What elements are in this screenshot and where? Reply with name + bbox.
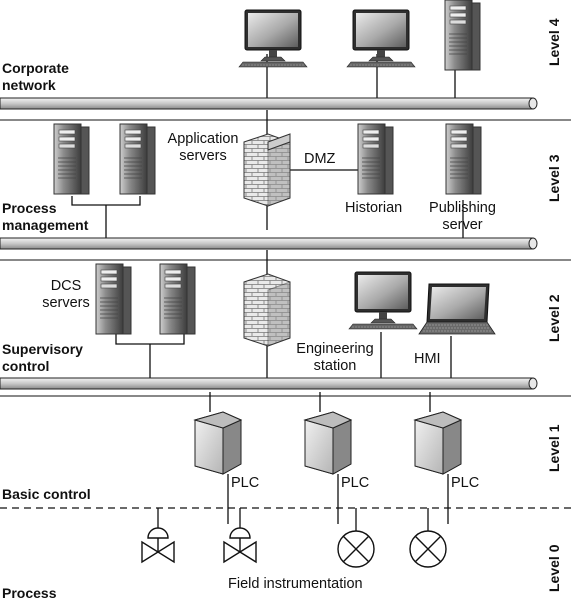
plc-2-icon (304, 411, 352, 475)
corporate-server-icon (444, 0, 481, 71)
valve-2-icon (223, 527, 257, 563)
dmz-label: DMZ (304, 151, 336, 167)
process-server-1-icon (53, 123, 90, 195)
dcs-server-1-icon (95, 263, 132, 335)
connections (71, 54, 464, 531)
process-server-2-icon (119, 123, 156, 195)
hmi-laptop-icon (418, 283, 496, 335)
instrument-2-icon (409, 530, 447, 568)
dmz-firewall-icon (243, 133, 291, 207)
plc-3-icon (414, 411, 462, 475)
corporate-desktop-2-icon (346, 9, 416, 68)
dcs-server-2-icon (159, 263, 196, 335)
plc-2-label: PLC (341, 475, 370, 491)
historian-server-icon (357, 123, 394, 195)
corporate-desktop-1-icon (238, 9, 308, 68)
plc-3-label: PLC (451, 475, 480, 491)
supervisory-control-bus (0, 377, 538, 390)
historian-label: Historian (345, 200, 403, 216)
hmi-label: HMI (414, 351, 441, 367)
field-instrumentation-label: Field instrumentation (228, 576, 363, 592)
process-label: Process (2, 585, 57, 601)
corporate-network-bus (0, 97, 538, 110)
valve-1-icon (141, 527, 175, 563)
corporate-network-label: Corporate network (2, 60, 69, 93)
basic-control-label: Basic control (2, 486, 91, 502)
publishing-server-label: Publishing server (429, 200, 496, 233)
level-3-label: Level 3 (546, 154, 562, 202)
publishing-server-icon (445, 123, 482, 195)
process-management-bus (0, 237, 538, 250)
engineering-station-icon (348, 271, 418, 330)
application-servers-label: Application servers (167, 131, 239, 164)
level-0-label: Level 0 (546, 544, 562, 592)
instrument-1-icon (337, 530, 375, 568)
level-1-label: Level 1 (546, 424, 562, 472)
supervisory-firewall-icon (243, 273, 291, 347)
plc-1-icon (194, 411, 242, 475)
level-separators (0, 119, 571, 509)
level-2-label: Level 2 (546, 294, 562, 342)
engineering-station-label: Engineering station (296, 341, 374, 374)
supervisory-control-label: Supervisory control (2, 341, 83, 374)
process-management-label: Process management (2, 200, 89, 233)
plc-1-label: PLC (231, 475, 260, 491)
dcs-servers-label: DCS servers (42, 278, 90, 311)
level-4-label: Level 4 (546, 18, 562, 66)
